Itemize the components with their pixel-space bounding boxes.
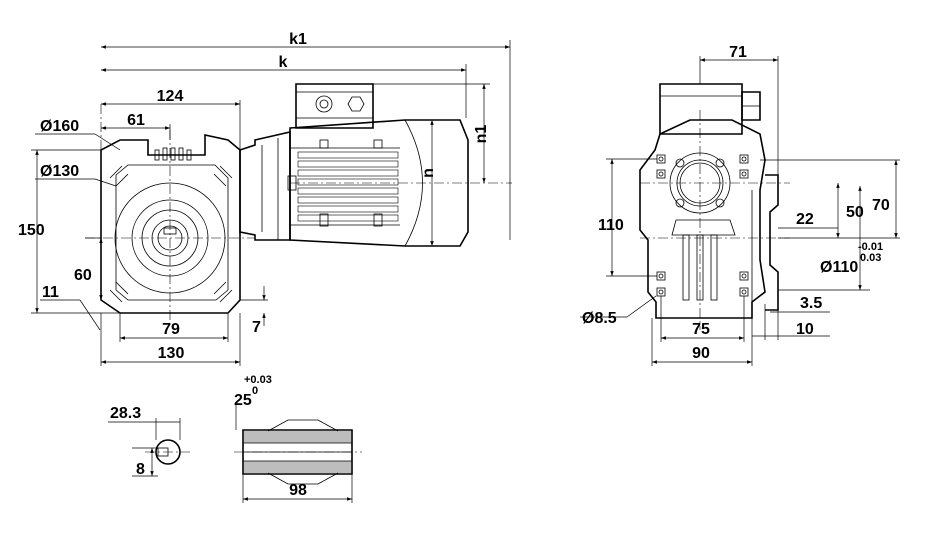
dim-25-tol-upper: +0.03 (244, 374, 272, 386)
motor-cooling-fins (297, 151, 399, 222)
dim-11: 11 (42, 284, 59, 301)
dim-dia130: Ø130 (40, 163, 79, 180)
dim-k: k (279, 54, 288, 71)
dim-dia110: Ø110 (820, 259, 858, 276)
dim-k1: k1 (289, 31, 307, 48)
dim-7: 7 (252, 319, 261, 336)
dim-dia160: Ø160 (40, 118, 79, 135)
motor-side-view (239, 83, 512, 247)
dim-tol-upper: -0.01 (858, 241, 883, 253)
dim-8: 8 (136, 461, 145, 478)
hex-plug-icon (347, 96, 365, 112)
dim-71: 71 (729, 44, 747, 61)
front-ribs (671, 219, 736, 301)
dim-150: 150 (18, 222, 45, 239)
gearbox-top-ribs (154, 147, 192, 161)
dimension-lines (31, 40, 900, 503)
gearbox-side-view (85, 104, 255, 325)
dim-dia8-5: Ø8.5 (582, 310, 617, 327)
dim-28-3: 28.3 (110, 405, 141, 422)
dim-tol-lower: 0.03 (860, 252, 881, 264)
dim-98: 98 (289, 482, 307, 499)
mounting-slots (109, 165, 233, 303)
dim-25-tol-lower: 0 (252, 385, 258, 397)
dim-22: 22 (796, 211, 814, 228)
dim-25: 25 (234, 392, 252, 409)
dim-130: 130 (158, 345, 185, 362)
hollow-shaft-section (234, 419, 362, 485)
dim-10: 10 (796, 321, 814, 338)
dim-3-5: 3.5 (800, 295, 822, 312)
dim-60: 60 (74, 267, 92, 284)
dim-124: 124 (157, 88, 184, 105)
dim-n: n (420, 168, 437, 178)
dim-110: 110 (598, 217, 624, 234)
dim-61: 61 (127, 112, 145, 129)
dim-90: 90 (692, 345, 710, 362)
dim-50: 50 (846, 204, 864, 221)
dim-79: 79 (162, 321, 180, 338)
dim-n1: n1 (473, 125, 490, 144)
dim-70: 70 (872, 197, 890, 214)
gearbox-front-view (639, 83, 790, 330)
dimension-labels: k1 k 124 61 Ø160 Ø130 n1 n 150 60 11 79 … (18, 31, 890, 499)
cable-gland-icon (315, 95, 333, 113)
dim-75: 75 (692, 321, 710, 338)
